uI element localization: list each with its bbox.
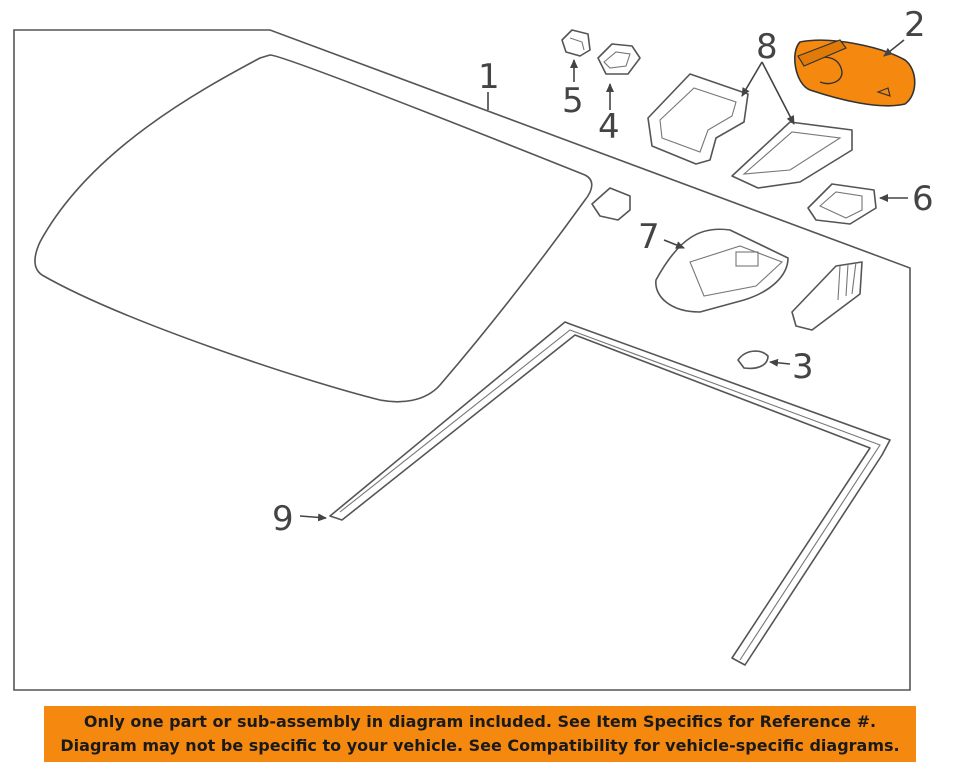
windshield-glass <box>34 54 593 403</box>
roof-panel-outline <box>13 29 911 691</box>
callout-6: 6 <box>912 179 934 219</box>
wedge-part <box>591 187 631 221</box>
parts-diagram: 1 2 3 4 5 6 7 8 9 <box>13 5 934 691</box>
molding-inner-edge <box>339 329 881 661</box>
callout-7: 7 <box>638 217 660 257</box>
leader-9 <box>299 513 327 522</box>
callout-3: 3 <box>792 347 814 387</box>
leader-7 <box>663 239 685 249</box>
callout-4: 4 <box>598 107 620 147</box>
cover-part-3 <box>737 350 769 370</box>
bracket-part-7 <box>655 228 789 313</box>
leader-2 <box>883 39 905 57</box>
leader-3 <box>769 358 791 367</box>
leader-8b <box>761 61 795 125</box>
clip-part-5 <box>561 29 591 57</box>
callout-9: 9 <box>272 499 294 539</box>
rearview-mirror-part-2 <box>794 39 916 107</box>
sensor-part-4 <box>597 43 641 75</box>
callout-5: 5 <box>562 81 584 121</box>
comb-part <box>791 261 863 331</box>
callout-8: 8 <box>756 27 778 67</box>
notice-line-2: Diagram may not be specific to your vehi… <box>60 736 900 755</box>
covers-part-8 <box>647 73 853 189</box>
callout-1: 1 <box>478 57 500 97</box>
bracket-part-6 <box>807 183 877 225</box>
notice-banner: Only one part or sub-assembly in diagram… <box>44 706 916 762</box>
notice-line-1: Only one part or sub-assembly in diagram… <box>83 712 877 731</box>
windshield-molding <box>329 321 891 666</box>
leader-8a <box>741 61 763 97</box>
callout-2: 2 <box>904 5 926 45</box>
